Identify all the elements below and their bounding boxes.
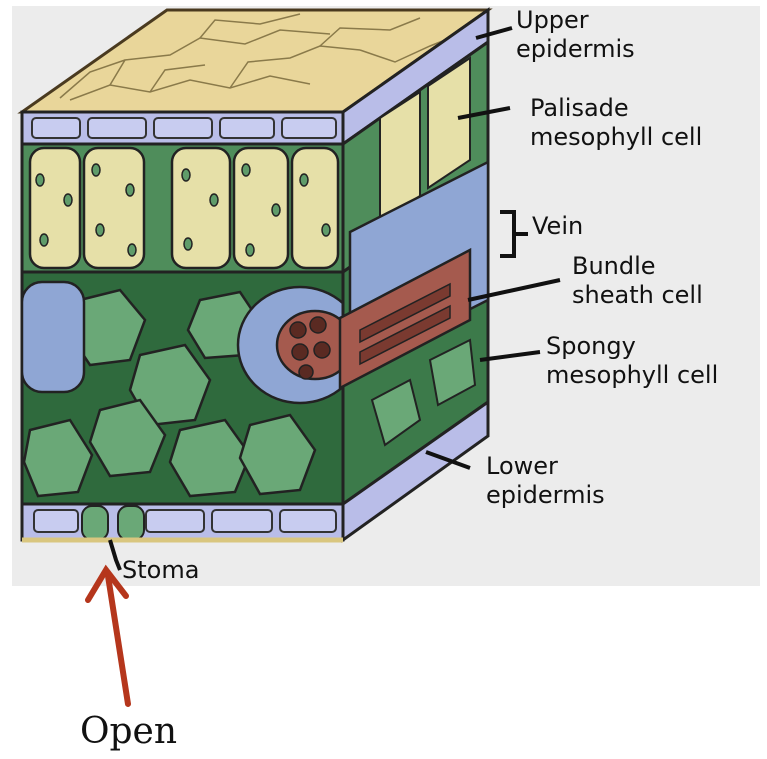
label-lower-epidermis: Lower epidermis [486,452,605,510]
label-stoma: Stoma [122,556,199,585]
label-spongy-mesophyll-cell: Spongy mesophyll cell [546,332,718,390]
label-bundle-sheath-cell: Bundle sheath cell [572,252,703,310]
upper-epidermis-cells [32,118,336,138]
label-upper-epidermis: Upper epidermis [516,6,635,64]
label-vein: Vein [532,212,583,241]
open-arrow-icon [88,570,128,704]
label-palisade-mesophyll-cell: Palisade mesophyll cell [530,94,702,152]
palisade-cells [30,148,338,268]
label-open: Open [80,712,177,752]
bundle-sheath-left [22,282,84,392]
